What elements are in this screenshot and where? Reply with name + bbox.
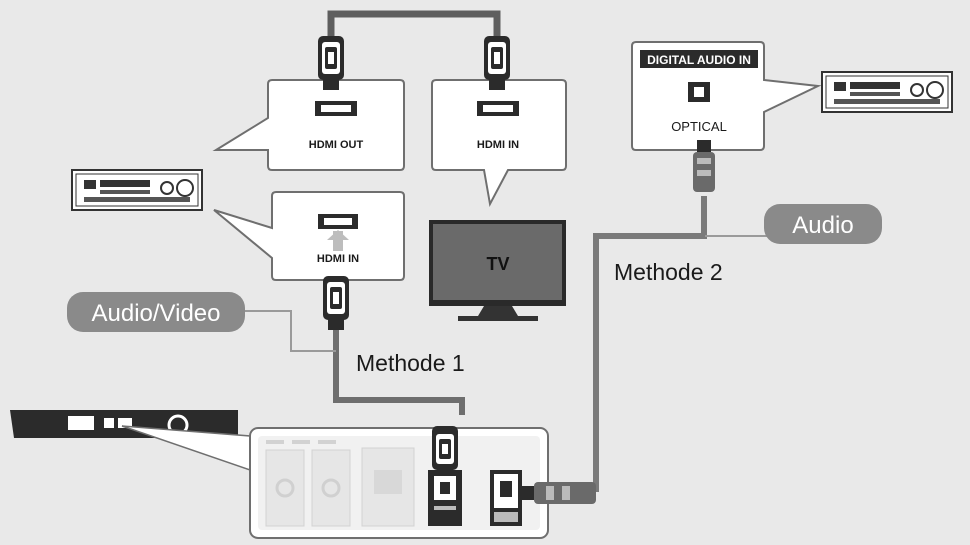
optical-label: OPTICAL xyxy=(671,119,727,134)
methode-1-label: Methode 1 xyxy=(356,350,465,376)
audio-pill: Audio xyxy=(764,204,882,244)
hdmi-out-bubble: HDMI OUT xyxy=(212,79,405,171)
tv-icon: TV xyxy=(429,220,566,321)
hdmi-in-receiver-label: HDMI IN xyxy=(317,253,359,265)
optical-plug-icon xyxy=(693,140,715,192)
rear-panel-zoom xyxy=(249,427,549,539)
tv-label: TV xyxy=(486,254,509,274)
digital-audio-in-bubble: DIGITAL AUDIO IN OPTICAL xyxy=(631,41,822,151)
blu-ray-player-icon xyxy=(10,410,251,472)
hdmi-cable-top xyxy=(327,10,501,40)
digital-audio-in-label: DIGITAL AUDIO IN xyxy=(647,53,751,67)
methode-2-label: Methode 2 xyxy=(614,259,723,285)
audio-video-pill: Audio/Video xyxy=(67,292,245,332)
hdmi-plug-icon xyxy=(432,426,458,470)
audio-label: Audio xyxy=(792,212,853,239)
optical-cable-methode-2 xyxy=(593,196,707,492)
label-leader-lines xyxy=(245,235,770,352)
hdmi-out-label: HDMI OUT xyxy=(309,139,364,151)
av-receiver-left xyxy=(71,169,203,211)
av-receiver-right xyxy=(821,71,953,113)
hdmi-in-tv-bubble: HDMI IN xyxy=(431,79,567,208)
optical-plug-icon xyxy=(522,482,596,504)
hdmi-in-tv-label: HDMI IN xyxy=(477,139,519,151)
hdmi-plug-icon xyxy=(323,276,349,330)
hdmi-cable-methode-1 xyxy=(333,325,465,415)
hdmi-in-receiver-bubble: HDMI IN xyxy=(213,191,405,281)
audio-video-label: Audio/Video xyxy=(92,300,221,327)
